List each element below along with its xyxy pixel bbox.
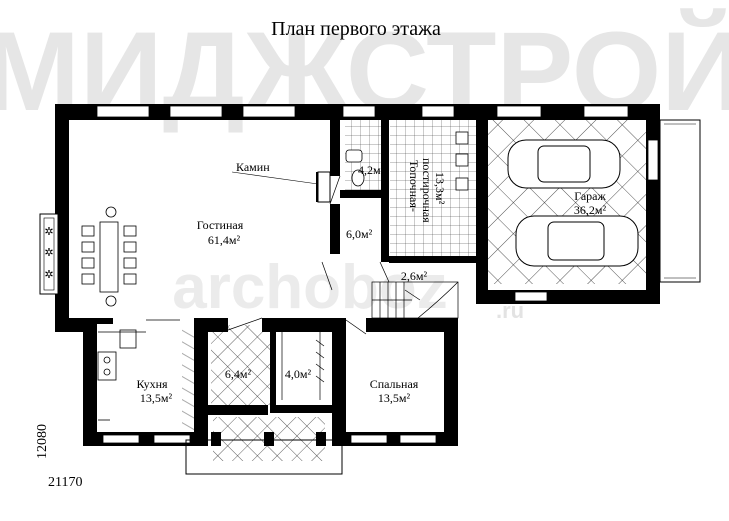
north-windows [96, 105, 629, 118]
fireplace-label: Камин [236, 160, 270, 174]
svg-text:✲: ✲ [44, 226, 53, 238]
door-swings [146, 175, 390, 335]
dining-set [81, 206, 137, 307]
kitchen-area: 13,5м² [140, 391, 173, 405]
garage-name: Гараж [574, 189, 606, 203]
wardrobe-area: 4,0м² [285, 367, 312, 381]
bay-window: ✲ ✲ ✲ [39, 213, 59, 295]
wc-fixtures [345, 149, 365, 187]
bedroom-area: 13,5м² [378, 391, 411, 405]
plan-title: План первого этажа [271, 18, 441, 40]
boiler-room-name-1: Топочная- [407, 160, 421, 212]
kitchen-counter-hatch [182, 328, 194, 434]
living-room-area: 61,4м² [208, 233, 241, 247]
watermark-center-text: archoboz [172, 253, 448, 322]
living-room-name: Гостиная [197, 218, 244, 232]
hall-area: 6,0м² [346, 227, 373, 241]
boiler-room-name-2: постирочная [420, 158, 434, 223]
bedroom-name: Спальная [370, 377, 419, 391]
wc-area: 4,2м² [358, 163, 385, 177]
garage-cars [507, 139, 639, 267]
boiler-equipment [455, 131, 469, 191]
corridor-area: 2,6м² [401, 269, 428, 283]
vestibule-floor-hatch [211, 325, 273, 405]
boiler-room-area: 13,3м² [433, 172, 447, 205]
room-labels: Камин Гостиная 61,4м² 4,2м² 6,0м² Топочн… [136, 158, 606, 405]
staircase [371, 281, 459, 319]
porch [185, 432, 343, 475]
garage-area: 36,2м² [574, 203, 607, 217]
kitchen-name: Кухня [136, 377, 168, 391]
width-dimension: 21170 [48, 475, 82, 490]
fireplace [231, 171, 331, 203]
garage-door [659, 119, 701, 283]
depth-dimension: 12080 [35, 424, 50, 459]
svg-text:✲: ✲ [44, 269, 53, 281]
vestibule-area: 6,4м² [225, 367, 252, 381]
svg-text:✲: ✲ [44, 247, 53, 259]
wardrobe-rails [281, 332, 325, 400]
south-windows [102, 139, 659, 444]
kitchen-appliances [97, 329, 146, 421]
